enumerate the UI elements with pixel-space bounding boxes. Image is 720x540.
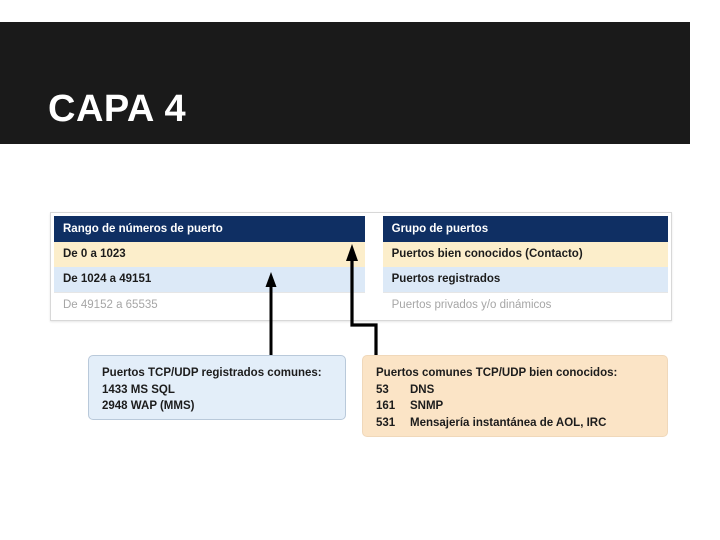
cell-range-registered: De 1024 a 49151 — [54, 267, 365, 292]
port-number: 53 — [376, 383, 389, 396]
callout-well-known-title: Puertos comunes TCP/UDP bien conocidos: — [376, 367, 618, 379]
callout-well-known-entry-2: 161 SNMP — [376, 398, 655, 415]
callout-well-known-entry-3: 531 Mensajería instantánea de AOL, IRC — [376, 415, 655, 432]
cell-range-well-known: De 0 a 1023 — [54, 242, 365, 267]
cell-group-well-known: Puertos bien conocidos (Contacto) — [382, 242, 668, 267]
cell-group-dynamic: Puertos privados y/o dinámicos — [382, 292, 668, 317]
callout-registered-entry-2: 2948 WAP (MMS) — [102, 398, 333, 415]
table-row: De 0 a 1023 Puertos bien conocidos (Cont… — [54, 242, 668, 267]
cell-group-registered: Puertos registrados — [382, 267, 668, 292]
table-header-group: Grupo de puertos — [382, 216, 668, 242]
table-column-gap — [364, 216, 383, 242]
port-service: Mensajería instantánea de AOL, IRC — [410, 416, 607, 429]
callout-registered-entry-1: 1433 MS SQL — [102, 382, 333, 399]
callout-well-known-ports: Puertos comunes TCP/UDP bien conocidos: … — [362, 355, 668, 437]
table-column-gap — [364, 242, 383, 267]
table-column-gap — [364, 267, 383, 292]
table-row: De 1024 a 49151 Puertos registrados — [54, 267, 668, 292]
port-service: SNMP — [410, 400, 444, 412]
callout-registered-title: Puertos TCP/UDP registrados comunes: — [102, 367, 322, 379]
cell-range-dynamic: De 49152 a 65535 — [54, 292, 365, 317]
port-service: DNS — [410, 383, 435, 396]
table-column-gap — [364, 292, 383, 317]
port-number: 2948 — [102, 400, 128, 412]
port-ranges-table: Rango de números de puerto Grupo de puer… — [50, 212, 672, 321]
port-service: MS SQL — [130, 383, 175, 396]
slide-title-band: CAPA 4 — [0, 22, 690, 144]
port-number: 531 — [376, 416, 396, 429]
port-number: 161 — [376, 400, 396, 412]
page-title: CAPA 4 — [48, 88, 187, 130]
table-row: De 49152 a 65535 Puertos privados y/o di… — [54, 292, 668, 317]
table-header-range: Rango de números de puerto — [54, 216, 365, 242]
callout-well-known-entry-1: 53 DNS — [376, 382, 655, 399]
table-header-row: Rango de números de puerto Grupo de puer… — [54, 216, 668, 242]
callout-registered-ports: Puertos TCP/UDP registrados comunes: 143… — [88, 355, 346, 420]
port-service: WAP (MMS) — [130, 400, 195, 412]
port-number: 1433 — [102, 383, 128, 396]
